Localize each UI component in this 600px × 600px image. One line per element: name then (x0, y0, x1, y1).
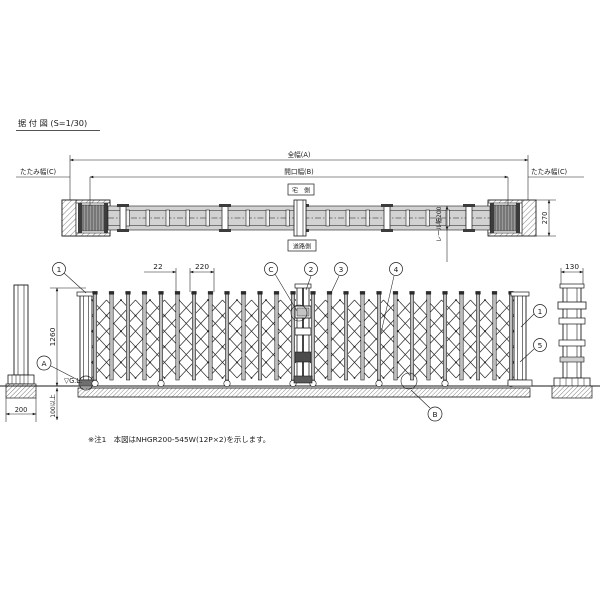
road-side-text: 道路側 (293, 242, 311, 250)
dim-embed-depth: 100以上 (49, 387, 59, 421)
balloon-3-label: 3 (339, 265, 344, 274)
dim-footing-width-label: 200 (15, 406, 28, 414)
elevation-view: 200 (0, 262, 600, 422)
plan-left-foundation (61, 199, 111, 237)
dim-embed-depth-label: 100以上 (49, 394, 57, 417)
balloon-2-label: 2 (309, 265, 314, 274)
balloon-1-right: 1 (520, 304, 547, 328)
plan-extension-lines (89, 177, 509, 206)
dim-220: 220 (189, 262, 215, 292)
dim-depth-label: 270 (541, 212, 549, 225)
balloon-1-left: 1 (52, 262, 87, 294)
dim-fold-width-right-label: たたみ幅(C) (531, 167, 567, 176)
label-house-side: 宅 側 (287, 183, 315, 196)
house-side-text: 宅 側 (292, 186, 310, 194)
balloon-C: C (264, 262, 308, 322)
elevation-slats-left (91, 291, 297, 387)
balloon-5-label: 5 (538, 341, 543, 350)
elevation-ground-rail (77, 387, 531, 398)
dim-1260-label: 1260 (48, 327, 57, 346)
plan-center-post (293, 199, 307, 237)
balloon-C-label: C (268, 265, 273, 274)
elevation-left-standalone-post: 200 (5, 284, 37, 422)
dim-rail-width: レール幅200 (435, 205, 449, 262)
ground-level-marker: ▽G.L. (64, 377, 82, 385)
dim-total-width: 全幅(A) (69, 150, 529, 200)
balloon-5: 5 (519, 338, 547, 363)
side-view: 130 (551, 262, 593, 399)
dim-depth-270: 270 (536, 199, 556, 237)
elevation-right-main-post (507, 291, 533, 387)
elevation-left-main-post (76, 291, 96, 391)
balloon-2: 2 (304, 262, 318, 291)
dim-rail-width-label: レール幅200 (435, 206, 443, 242)
side-post-body (562, 285, 582, 379)
dim-opening-width-label: 開口幅(B) (284, 167, 313, 176)
plan-right-foundation (487, 199, 537, 237)
side-footing (551, 385, 593, 399)
dim-fold-width-left-label: たたみ幅(C) (20, 167, 56, 176)
drawing-title: 据 付 図 (S=1/30) (18, 118, 87, 128)
balloon-1-left-label: 1 (57, 265, 62, 274)
dim-130: 130 (560, 262, 584, 286)
balloon-A-label: A (41, 359, 46, 368)
ground-level-label: ▽G.L. (64, 377, 82, 385)
dim-22: 22 (144, 262, 177, 292)
balloon-3: 3 (330, 262, 348, 294)
dim-fold-width-right: たたみ幅(C) (528, 167, 584, 178)
plan-view: 全幅(A) 開口幅(B) たたみ幅(C) たたみ幅(C) (16, 150, 584, 262)
dim-130-label: 130 (565, 262, 579, 271)
side-post-brackets (557, 301, 587, 363)
balloon-B: B (400, 372, 443, 422)
label-road-side: 道路側 (287, 239, 317, 252)
dim-22-label: 22 (153, 262, 162, 271)
balloon-A: A (36, 355, 81, 382)
drawing-note: ※注1 本図はNHGR200-545W(12P×2)を示します。 (88, 435, 270, 444)
dim-opening-width: 開口幅(B) (89, 167, 509, 179)
elevation-center-post (293, 283, 313, 384)
elevation-slats-right (309, 291, 515, 387)
dim-220-label: 220 (195, 262, 209, 271)
balloon-B-label: B (432, 410, 437, 419)
dim-fold-width-left: たたみ幅(C) (16, 167, 70, 178)
balloon-4-label: 4 (394, 265, 399, 274)
balloon-4: 4 (380, 262, 403, 334)
balloon-1-right-label: 1 (538, 307, 543, 316)
dim-total-width-label: 全幅(A) (288, 150, 311, 159)
dim-1260: 1260 (48, 287, 86, 387)
